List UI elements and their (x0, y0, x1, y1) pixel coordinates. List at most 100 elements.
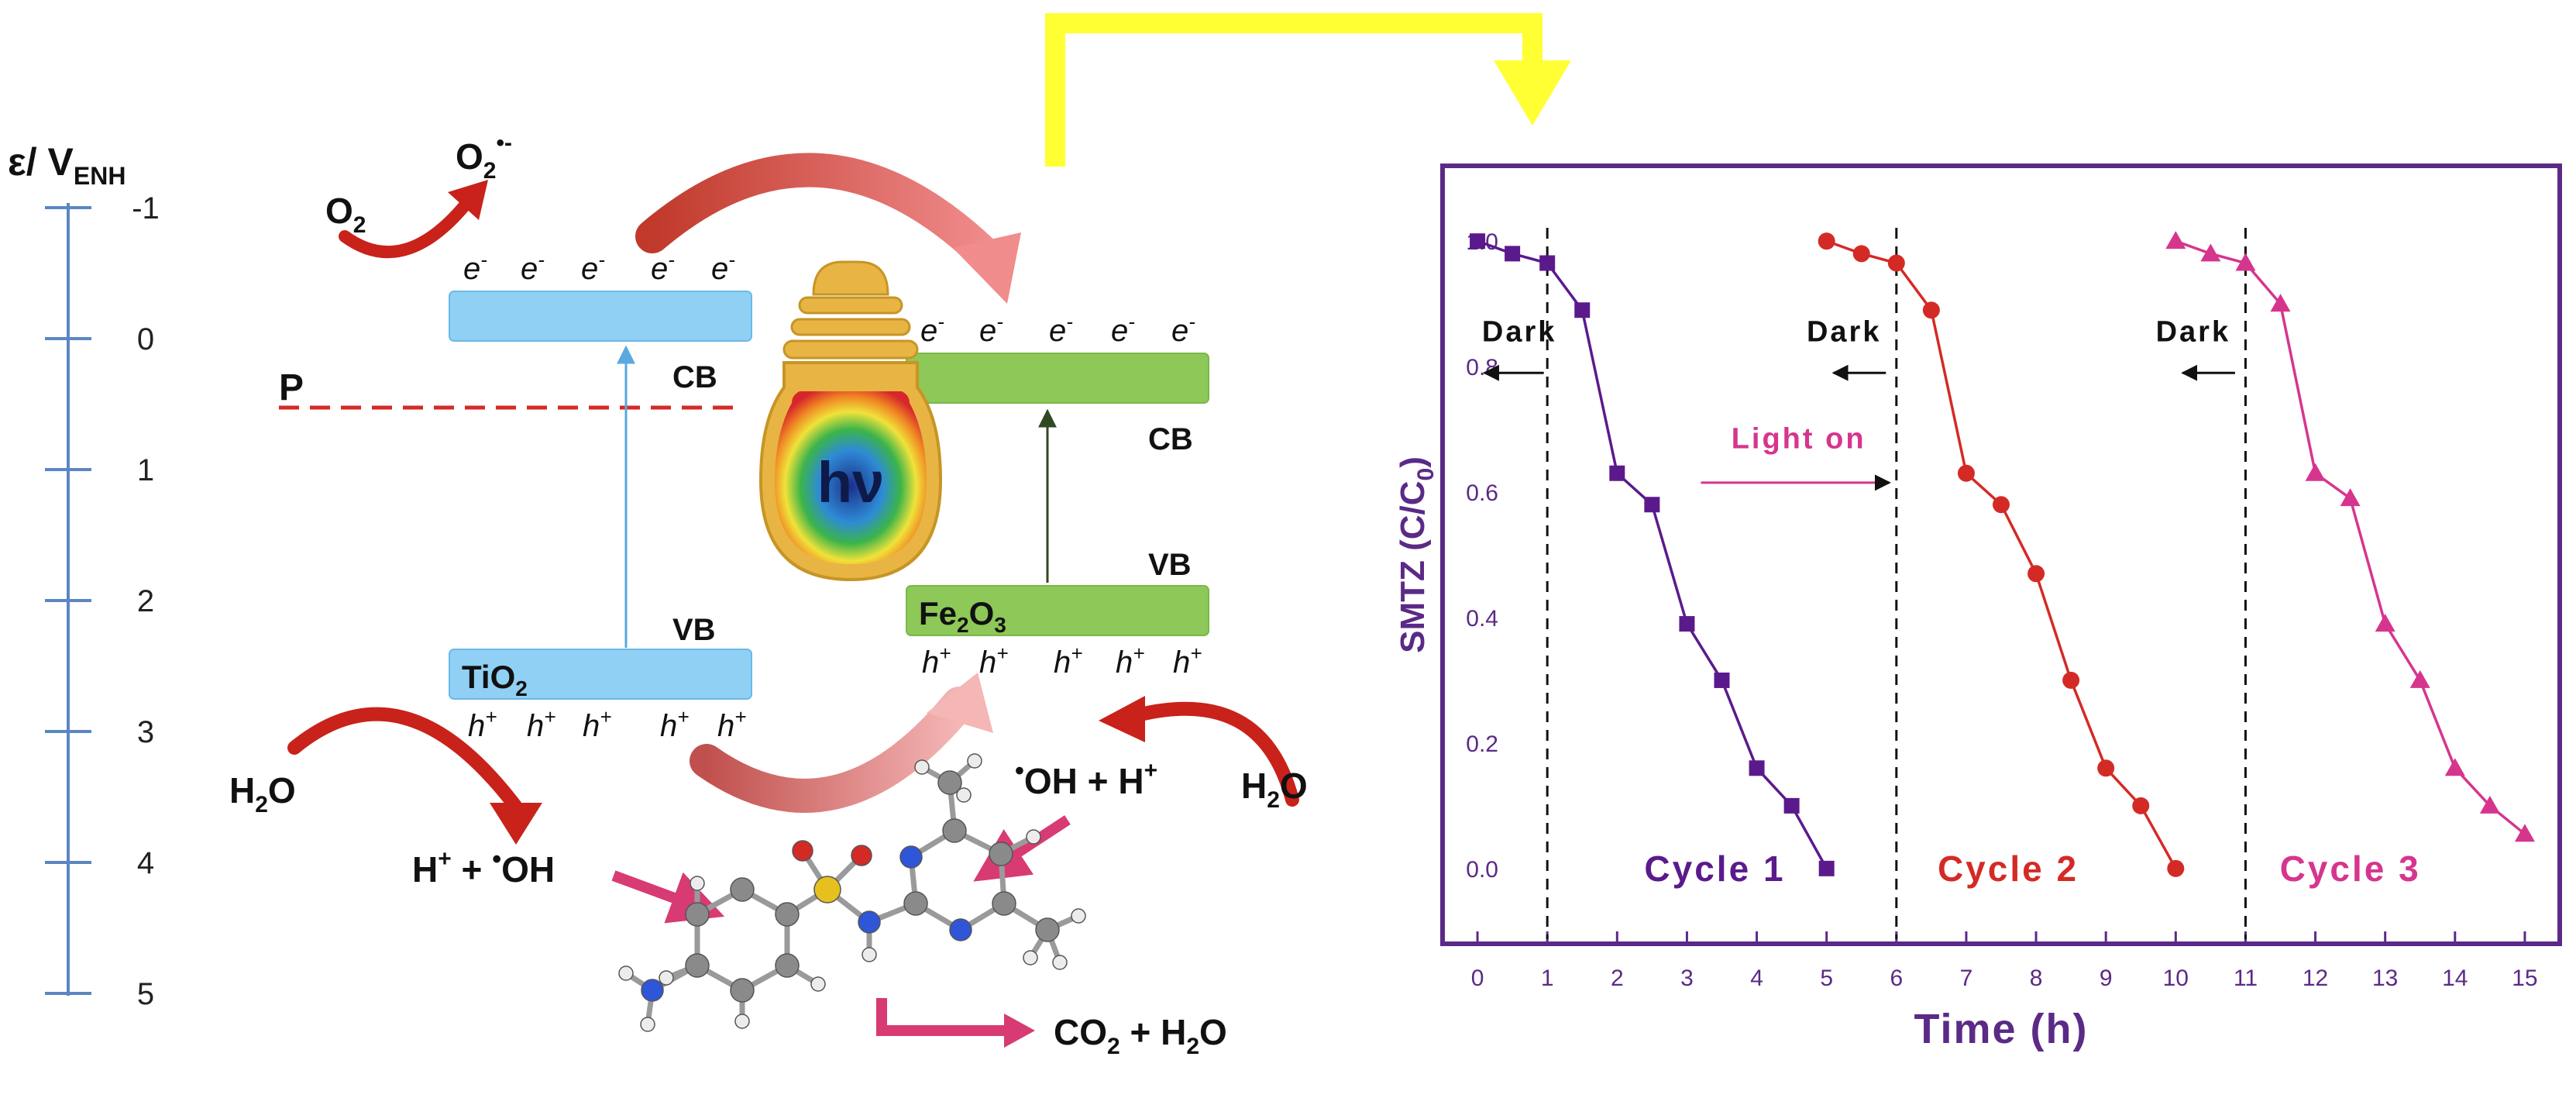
right-water-label: H2O (1241, 766, 1308, 813)
molecule-atom (730, 877, 755, 902)
chart-frame (1440, 163, 2562, 946)
molecule-atom (792, 840, 813, 862)
data-point-cycle-2 (1922, 301, 1940, 319)
data-point-cycle-1 (1749, 760, 1765, 776)
fe2o3-conduction-band (906, 353, 1209, 404)
fe2o3-valence-band (906, 585, 1209, 636)
molecule-atom (1026, 829, 1041, 845)
left-water-oxidation-arrowhead (490, 803, 542, 845)
hole-transfer-arrow (690, 687, 976, 813)
chart-annotation: Cycle 2 (1938, 848, 2079, 889)
molecule-atom (914, 759, 930, 775)
chart-dashed-lines (1546, 228, 2247, 939)
data-point-cycle-1 (1609, 465, 1625, 481)
o2-reduction-arrowhead (448, 180, 488, 220)
x-tick-label: 0 (1471, 965, 1484, 991)
data-point-cycle-2 (1993, 496, 2010, 514)
chart-annotation: Dark (1807, 316, 1882, 349)
x-tick-label: 5 (1820, 965, 1833, 991)
electron-symbol: e- (651, 248, 675, 286)
molecule-atom (685, 953, 710, 978)
fe2o3-cb-label: CB (1148, 422, 1193, 456)
scale-tick-label: 3 (137, 715, 154, 749)
superoxide-label: O2•- (456, 130, 512, 184)
electron-symbol: e- (521, 248, 545, 286)
chart-annotation: Dark (2156, 316, 2231, 349)
data-point-cycle-2 (1887, 254, 1905, 272)
light-bulb-icon: hν (758, 260, 943, 582)
molecule-atom (1035, 917, 1060, 942)
data-point-cycle-1 (1505, 246, 1521, 262)
x-axis-title: Time (h) (1914, 1006, 2088, 1052)
left-products-label: H+ + •OH (412, 845, 555, 890)
chart-annotation: Cycle 3 (2280, 848, 2421, 889)
molecule-atom (659, 970, 674, 986)
final-products-label: CO2 + H2O (1054, 1012, 1227, 1059)
bulb-label: hν (817, 450, 884, 515)
data-point-cycle-3 (2305, 463, 2326, 481)
hole-transfer-arrowhead (927, 673, 993, 733)
y-tick-label: 0.0 (1466, 857, 1498, 883)
scale-tick-label: 2 (137, 584, 154, 618)
x-tick-label: 9 (2100, 965, 2113, 991)
x-tick-label: 11 (2234, 965, 2258, 991)
electron-transfer-arrowhead (953, 232, 1021, 304)
data-point-cycle-2 (2132, 797, 2150, 814)
molecule-atom (1052, 955, 1068, 970)
electron-symbol: e- (463, 248, 487, 286)
tio2-vb-label: VB (672, 613, 716, 647)
molecule-atom (956, 787, 972, 803)
electron-symbol: e- (1049, 310, 1073, 348)
x-tick-label: 2 (1611, 965, 1624, 991)
molecule-atom (775, 953, 800, 978)
fe2o3-vb-label: VB (1148, 548, 1192, 582)
data-point-cycle-3 (2235, 253, 2256, 271)
tio2-valence-band (449, 649, 752, 700)
hole-symbol: h+ (979, 642, 1008, 680)
o2-reduction-arrow (339, 199, 471, 259)
scale-tick-label: -1 (132, 191, 160, 225)
degradation-cycles-chart: 01234567891011121314150.00.20.40.60.81.0… (1394, 163, 2562, 1052)
data-point-cycle-2 (2097, 759, 2115, 777)
electron-transfer-arrow (635, 153, 1007, 277)
data-point-cycle-2 (1957, 464, 1975, 482)
electron-symbol: e- (920, 310, 944, 348)
data-point-cycle-1 (1818, 860, 1835, 876)
x-tick-label: 8 (2030, 965, 2043, 991)
molecule-atom (640, 1017, 655, 1032)
data-point-cycle-3 (2375, 614, 2395, 632)
chart-annotation: Light on (1732, 422, 1866, 455)
smtz-molecule-structure (618, 753, 1086, 1032)
y-axis-title: SMTZ (C/C0) (1394, 456, 1439, 653)
molecule-atom (862, 947, 877, 962)
molecule-atom (813, 876, 841, 904)
molecule-atom (1023, 950, 1038, 965)
scale-title: ε/ VENH (8, 140, 126, 190)
tio2-label: TiO2 (462, 659, 528, 700)
x-tick-label: 10 (2163, 965, 2189, 991)
tio2-electrons: e-e-e-e-e- (463, 248, 735, 286)
scale-tick-label: 5 (137, 977, 154, 1011)
molecule-atom (858, 910, 881, 934)
molecule-atom (775, 902, 800, 927)
electron-symbol: e- (1171, 310, 1195, 348)
x-tick-label: 6 (1890, 965, 1903, 991)
molecule-atom (989, 842, 1013, 866)
fe2o3-label: Fe2O3 (919, 595, 1006, 637)
hole-symbol: h+ (1173, 642, 1202, 680)
molecule-atom (734, 1014, 750, 1029)
electron-symbol: e- (979, 310, 1003, 348)
tio2-conduction-band (449, 291, 752, 342)
hole-symbol: h+ (717, 705, 746, 743)
mineralization-arrowhead (1004, 1014, 1035, 1048)
x-tick-label: 15 (2512, 965, 2537, 991)
data-point-cycle-3 (2444, 758, 2465, 776)
right-radical-attack-arrow (973, 815, 1071, 882)
data-point-cycle-3 (2409, 669, 2430, 688)
data-point-cycle-1 (1644, 497, 1660, 513)
mineralization-arrow-line (876, 998, 1007, 1036)
data-point-cycle-2 (1852, 245, 1870, 263)
molecule-atom (851, 845, 872, 866)
flow-arrow-line (1045, 13, 1543, 167)
